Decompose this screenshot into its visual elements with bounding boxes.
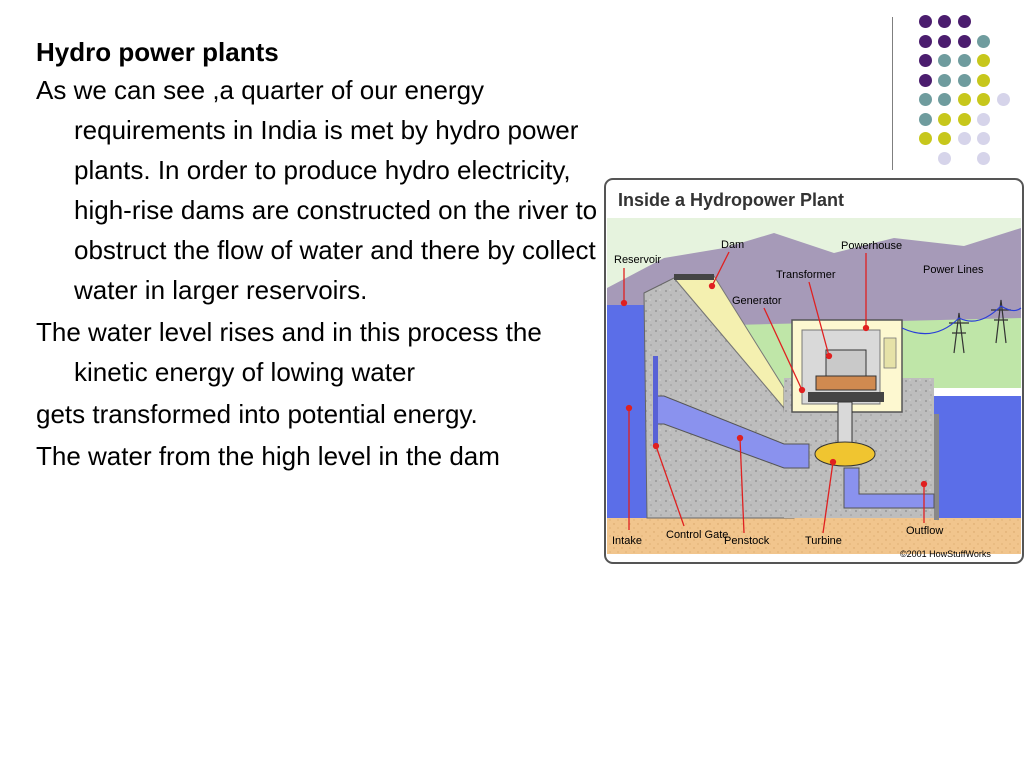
decorative-dot xyxy=(977,132,990,145)
slide-text: Hydro power plants As we can see ,a quar… xyxy=(36,34,601,478)
decorative-dot xyxy=(977,112,990,126)
decorative-dot xyxy=(938,151,951,165)
diagram-credit: ©2001 HowStuffWorks xyxy=(900,549,991,559)
turbine-wheel xyxy=(814,441,876,467)
paragraph-2: The water level rises and in this proces… xyxy=(36,317,542,387)
decorative-dot xyxy=(957,73,971,87)
decorative-dot xyxy=(938,112,951,126)
decorative-dot xyxy=(918,54,932,67)
label-penstock: Penstock xyxy=(724,535,770,547)
decorative-dot xyxy=(957,93,971,106)
decorative-dot xyxy=(957,34,971,48)
reservoir-water xyxy=(607,305,647,520)
decorative-dot xyxy=(918,132,932,145)
label-transformer: Transformer xyxy=(776,269,836,281)
paragraph-1: As we can see ,a quarter of our energy r… xyxy=(36,75,598,305)
decorative-dot xyxy=(918,34,932,48)
decorative-dot xyxy=(977,93,990,106)
power-line-towers xyxy=(901,299,1022,354)
decorative-dot xyxy=(918,73,932,87)
diagram-title: Inside a Hydropower Plant xyxy=(618,190,844,210)
vertical-divider xyxy=(892,17,893,170)
transformer-unit xyxy=(825,349,867,377)
label-power-lines: Power Lines xyxy=(923,264,984,276)
slide-title: Hydro power plants xyxy=(36,37,279,67)
leader-lines xyxy=(620,251,928,534)
decorative-dot xyxy=(977,73,990,87)
paragraph-4: The water from the high level in the dam xyxy=(36,441,500,471)
generator-unit xyxy=(815,375,877,391)
decorative-dot xyxy=(977,151,990,165)
decorative-dot xyxy=(918,112,932,126)
label-powerhouse: Powerhouse xyxy=(841,240,902,252)
riverbed xyxy=(607,518,1021,554)
decorative-dot xyxy=(957,54,971,67)
outflow-water xyxy=(934,396,1021,520)
decorative-dot xyxy=(957,15,971,28)
decorative-dot xyxy=(938,54,951,67)
label-turbine: Turbine xyxy=(805,535,842,547)
paragraph-3: gets transformed into potential energy. xyxy=(36,399,478,429)
decorative-dot xyxy=(996,93,1010,106)
label-dam: Dam xyxy=(721,239,744,251)
decorative-dot xyxy=(938,34,951,48)
outflow-pipe xyxy=(843,467,935,509)
decorative-dot xyxy=(918,93,932,106)
decorative-dot xyxy=(957,112,971,126)
label-reservoir: Reservoir xyxy=(614,254,661,266)
label-control-gate: Control Gate xyxy=(666,529,728,541)
decorative-dot xyxy=(977,34,990,48)
control-gate xyxy=(653,356,658,446)
label-generator: Generator xyxy=(732,295,782,307)
decorative-dot xyxy=(918,15,932,28)
hydropower-diagram: Inside a Hydropower Plant Reservoir Dam … xyxy=(604,178,1024,564)
dam-crest xyxy=(674,274,714,280)
decorative-dot xyxy=(957,132,971,145)
shaft xyxy=(837,401,853,447)
label-intake: Intake xyxy=(612,535,642,547)
decorative-dot xyxy=(938,132,951,145)
decorative-dot-grid xyxy=(0,0,1024,170)
decorative-dot xyxy=(977,54,990,67)
label-outflow: Outflow xyxy=(906,525,943,537)
decorative-dot xyxy=(938,15,951,28)
decorative-dot xyxy=(938,93,951,106)
decorative-dot xyxy=(938,73,951,87)
